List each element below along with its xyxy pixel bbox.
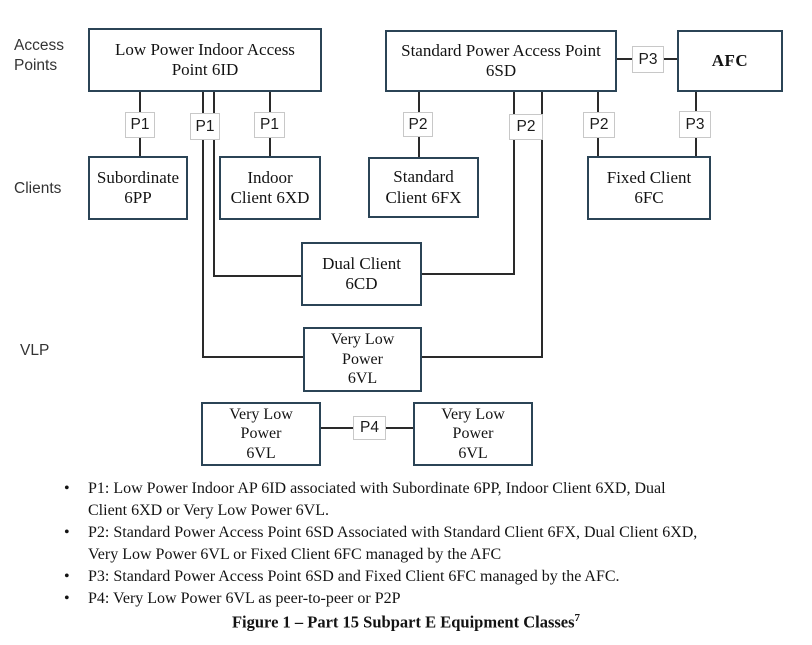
row-label-clients: Clients [14, 180, 62, 197]
port-label-p1-subordinate: P1 [125, 112, 155, 138]
connector-6id-6cd [213, 92, 215, 277]
bullet-text-p1: P1: Low Power Indoor AP 6ID associated w… [88, 480, 666, 519]
connector-6cd-left-elbow [213, 275, 303, 277]
connector-6sd-6vl [541, 92, 543, 358]
port-label-p1-indoor-client: P1 [254, 112, 285, 138]
connector-6vl-left-elbow [202, 356, 305, 358]
figure-caption-text: Figure 1 – Part 15 Subpart E Equipment C… [231, 612, 575, 632]
port-label-p4-peer: P4 [353, 416, 386, 440]
port-label-p3-fixed-client: P3 [679, 111, 711, 138]
box-indoor-client-6xd: Indoor Client 6XD [219, 156, 321, 220]
port-label-p2-fixed-client: P2 [583, 112, 615, 138]
bullet-text-p2: P2: Standard Power Access Point 6SD Asso… [88, 524, 698, 563]
port-label-p2-standard-client: P2 [403, 112, 433, 137]
bullet-text-p4: P4: Very Low Power 6VL as peer-to-peer o… [88, 590, 401, 607]
bullet-marker: • [64, 590, 70, 607]
box-very-low-power-6vl-left: Very Low Power 6VL [201, 402, 321, 466]
bullet-text-p3: P3: Standard Power Access Point 6SD and … [88, 568, 620, 585]
bullet-marker: • [64, 524, 70, 541]
bullet-marker: • [64, 480, 70, 497]
port-label-p3-afc-link: P3 [632, 46, 664, 73]
box-afc: AFC [677, 30, 783, 92]
box-standard-client-6fx: Standard Client 6FX [368, 157, 479, 218]
figure-caption: Figure 1 – Part 15 Subpart E Equipment C… [0, 612, 812, 633]
box-subordinate-6pp: Subordinate 6PP [88, 156, 188, 220]
box-very-low-power-6vl-mid: Very Low Power 6VL [303, 327, 422, 392]
row-label-access-points: Access Points [14, 37, 64, 74]
connector-6id-6vl [202, 92, 204, 358]
box-fixed-client-6fc: Fixed Client 6FC [587, 156, 711, 220]
port-label-p2-middle: P2 [509, 114, 543, 140]
bullet-list: • P1: Low Power Indoor AP 6ID associated… [60, 478, 800, 610]
box-dual-client-6cd: Dual Client 6CD [301, 242, 422, 306]
bullet-item-p1: • P1: Low Power Indoor AP 6ID associated… [60, 478, 800, 522]
box-low-power-indoor-ap-6id: Low Power Indoor Access Point 6ID [88, 28, 322, 92]
box-very-low-power-6vl-right: Very Low Power 6VL [413, 402, 533, 466]
bullet-item-p3: • P3: Standard Power Access Point 6SD an… [60, 566, 800, 588]
box-standard-power-ap-6sd: Standard Power Access Point 6SD [385, 30, 617, 92]
bullet-item-p4: • P4: Very Low Power 6VL as peer-to-peer… [60, 588, 800, 610]
connector-6vl-right-elbow [422, 356, 543, 358]
caption-footnote-marker: 7 [574, 612, 581, 624]
bullet-item-p2: • P2: Standard Power Access Point 6SD As… [60, 522, 800, 566]
port-label-p1-middle: P1 [190, 113, 220, 140]
bullet-marker: • [64, 568, 70, 585]
row-label-vlp: VLP [20, 342, 50, 359]
connector-6sd-6cd [513, 92, 515, 275]
connector-6cd-right-elbow [422, 273, 515, 275]
